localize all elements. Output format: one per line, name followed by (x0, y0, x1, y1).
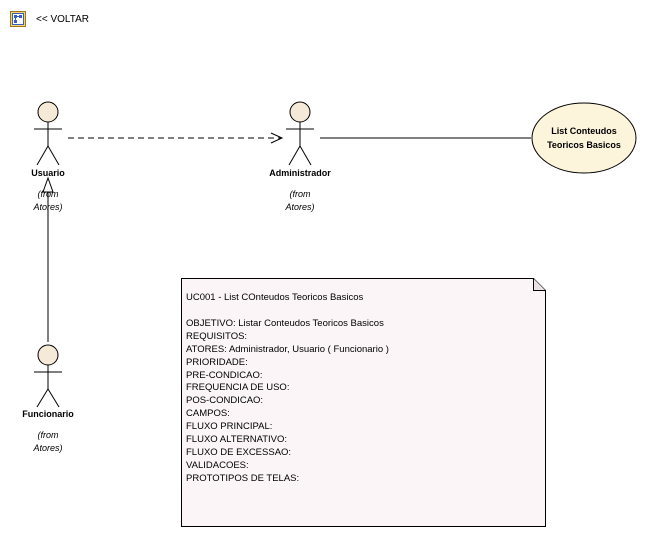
note-line: REQUISITOS: (186, 330, 248, 342)
note-line: PRIORIDADE: (186, 356, 248, 368)
actor-usuario-from: (from Atores) (8, 188, 88, 214)
note-line: OBJETIVO: Listar Conteudos Teoricos Basi… (186, 317, 384, 329)
note-spacer (186, 305, 536, 318)
diagram-link-icon[interactable] (10, 11, 26, 27)
note-line: FLUXO DE EXCESSAO: (186, 446, 292, 458)
actor-administrador-figure[interactable] (286, 101, 314, 166)
generalization-arrow[interactable] (42, 176, 54, 342)
note-line: ATORES: Administrador, Usuario ( Funcion… (186, 343, 389, 355)
back-link[interactable]: << VOLTAR (36, 14, 89, 25)
note-text: UC001 - List COnteudos Teoricos Basicos … (186, 292, 536, 486)
use-case-label-line: Teoricos Basicos (547, 140, 621, 150)
note-line: VALIDACOES: (186, 459, 249, 471)
actor-funcionario-from: (from Atores) (8, 429, 88, 455)
from-line: (from (37, 430, 59, 440)
from-package: Atores) (285, 202, 315, 212)
actor-funcionario-name: Funcionario (22, 409, 74, 419)
dependency-arrow[interactable] (68, 132, 284, 144)
note-line: POS-CONDICAO: (186, 395, 264, 407)
from-package: Atores) (33, 443, 63, 453)
note-line: FLUXO ALTERNATIVO: (186, 434, 288, 446)
note-shape[interactable] (181, 278, 546, 527)
actor-administrador-from: (from Atores) (260, 188, 340, 214)
use-case-label: List Conteudos Teoricos Basicos (532, 124, 636, 152)
use-case-ellipse[interactable] (531, 102, 637, 174)
note-line: CAMPOS: (186, 408, 230, 420)
from-package: Atores) (33, 202, 63, 212)
use-case-label-line: List Conteudos (551, 126, 617, 136)
from-line: (from (289, 189, 311, 199)
actor-usuario-name: Usuario (31, 168, 65, 178)
actor-funcionario-figure[interactable] (34, 344, 62, 408)
actor-usuario-figure[interactable] (34, 101, 62, 166)
from-line: (from (37, 189, 59, 199)
note-line: PROTOTIPOS DE TELAS: (186, 472, 300, 484)
actor-administrador-name: Administrador (269, 168, 331, 178)
note-line: FLUXO PRINCIPAL: (186, 421, 273, 433)
note-title: UC001 - List COnteudos Teoricos Basicos (186, 292, 364, 303)
note-line: FREQUENCIA DE USO: (186, 382, 290, 394)
note-line: PRE-CONDICAO: (186, 369, 263, 381)
